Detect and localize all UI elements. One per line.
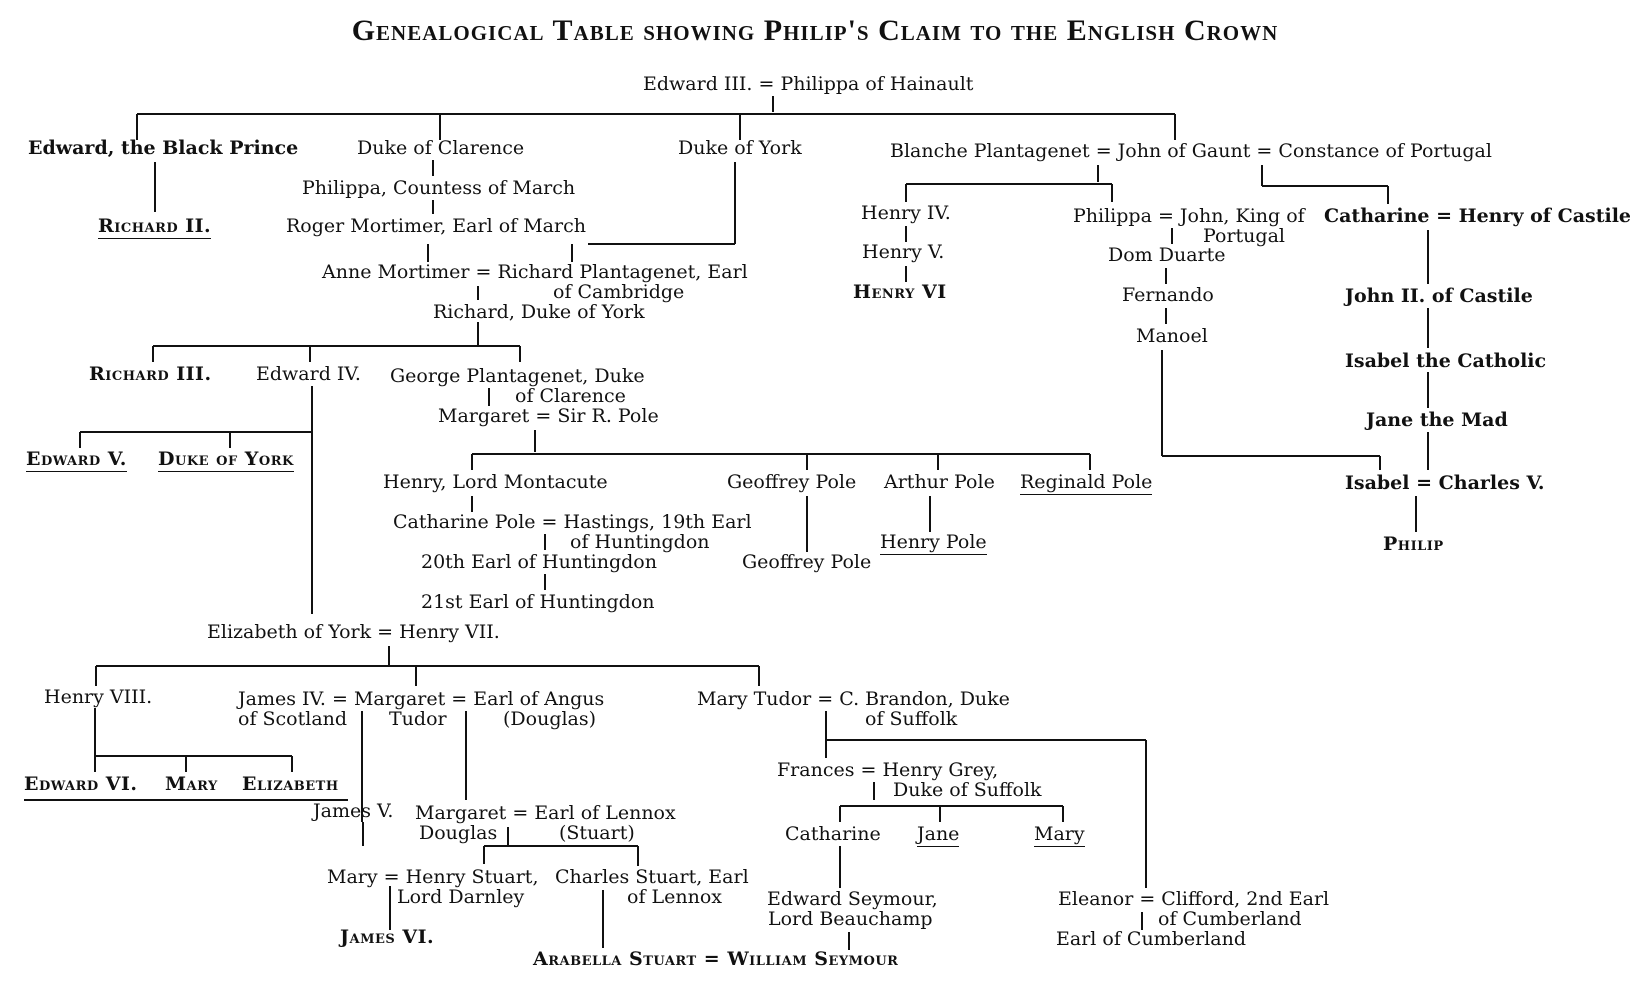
node-edward-seymour: Edward Seymour,: [767, 888, 938, 910]
node-henry-pole: Henry Pole: [880, 531, 987, 555]
node-mary-grey: Mary: [1034, 823, 1085, 847]
node-earl-angus-cont: (Douglas): [503, 708, 597, 730]
node-reginald-pole: Reginald Pole: [1020, 471, 1153, 495]
node-george-plantagenet: George Plantagenet, Duke: [390, 365, 645, 387]
node-mary-tudor-cont: of Suffolk: [865, 708, 958, 730]
node-geoffrey-pole: Geoffrey Pole: [727, 471, 857, 493]
node-philip: Philip: [1383, 533, 1444, 555]
node-george-plantagenet-cont: of Clarence: [515, 385, 626, 407]
node-richard-duke-of-york: Richard, Duke of York: [433, 301, 645, 323]
node-edward-seymour-cont: Lord Beauchamp: [768, 908, 933, 930]
node-james-v: James V.: [313, 800, 394, 822]
node-catharine-castile: Catharine = Henry of Castile: [1324, 205, 1630, 227]
node-philippa-portugal: Philippa = John, King of: [1073, 205, 1305, 227]
node-isabel-catholic: Isabel the Catholic: [1345, 350, 1547, 372]
node-elizabeth-i: Elizabeth: [242, 773, 339, 795]
node-anne-mortimer-cont: of Cambridge: [553, 281, 685, 303]
node-frances-cont: Duke of Suffolk: [893, 779, 1042, 801]
node-eleanor-cont: of Cumberland: [1158, 908, 1302, 930]
node-philippa-march: Philippa, Countess of March: [302, 177, 576, 199]
node-earl-of-cumberland: Earl of Cumberland: [1056, 928, 1246, 950]
node-duke-of-york-edmund: Duke of York: [678, 137, 802, 159]
node-arabella-stuart: Arabella Stuart = William Seymour: [533, 948, 899, 970]
node-duke-of-york-prince: Duke of York: [158, 448, 294, 472]
node-darnley-cont: Lord Darnley: [397, 886, 525, 908]
node-mary-queen-of-scots: Mary = Henry Stuart,: [327, 866, 539, 888]
node-john-of-gaunt: Blanche Plantagenet = John of Gaunt = Co…: [890, 140, 1492, 162]
node-earl-lennox-cont: (Stuart): [559, 822, 635, 844]
node-edward-vi: Edward VI.: [24, 773, 138, 795]
node-john-ii-castile: John II. of Castile: [1345, 285, 1533, 307]
node-henry-vi: Henry VI: [853, 281, 947, 303]
node-geoffrey-pole-son: Geoffrey Pole: [742, 551, 872, 573]
node-philippa-portugal-cont: Portugal: [1203, 225, 1285, 247]
node-margaret-douglas: Margaret = Earl of Lennox: [415, 802, 676, 824]
node-fernando: Fernando: [1122, 284, 1214, 306]
node-charles-stuart-cont: of Lennox: [627, 886, 722, 908]
node-henry-viii: Henry VIII.: [44, 686, 153, 708]
node-james-vi: James VI.: [340, 926, 435, 948]
node-henry-v: Henry V.: [862, 241, 945, 263]
node-anne-mortimer: Anne Mortimer = Richard Plantagenet, Ear…: [322, 261, 748, 283]
node-jane-the-mad: Jane the Mad: [1366, 409, 1508, 431]
node-charles-stuart: Charles Stuart, Earl: [555, 866, 749, 888]
node-margaret-douglas-cont: Douglas: [419, 822, 498, 844]
page-title: Genealogical Table showing Philip's Clai…: [351, 14, 1279, 47]
node-duke-of-clarence: Duke of Clarence: [357, 137, 525, 159]
node-mary-i: Mary: [165, 773, 218, 795]
node-james-iv-margaret: James IV. = Margaret = Earl of Angus: [238, 688, 605, 710]
node-james-iv-cont: of Scotland: [238, 708, 348, 730]
node-henry-lord-montacute: Henry, Lord Montacute: [383, 471, 608, 493]
node-henry-iv: Henry IV.: [861, 202, 951, 224]
node-mary-tudor: Mary Tudor = C. Brandon, Duke: [697, 688, 1010, 710]
node-jane-grey: Jane: [917, 823, 960, 847]
node-frances: Frances = Henry Grey,: [777, 759, 999, 781]
node-edward-iv: Edward IV.: [256, 363, 361, 385]
node-margaret-tudor-cont: Tudor: [389, 708, 447, 730]
node-roger-mortimer: Roger Mortimer, Earl of March: [286, 215, 586, 237]
node-isabel-charles-v: Isabel = Charles V.: [1345, 472, 1545, 494]
node-margaret-pole: Margaret = Sir R. Pole: [438, 405, 659, 427]
node-dom-duarte: Dom Duarte: [1108, 244, 1226, 266]
node-21st-earl-huntingdon: 21st Earl of Huntingdon: [421, 591, 655, 613]
node-edward-iii: Edward III. = Philippa of Hainault: [643, 73, 974, 95]
node-arthur-pole: Arthur Pole: [884, 471, 995, 493]
node-catharine-pole: Catharine Pole = Hastings, 19th Earl: [393, 511, 752, 533]
node-catharine-pole-cont: of Huntingdon: [570, 531, 710, 553]
node-black-prince: Edward, the Black Prince: [28, 137, 299, 159]
node-richard-ii: Richard II.: [98, 215, 212, 239]
node-elizabeth-of-york: Elizabeth of York = Henry VII.: [207, 621, 500, 643]
node-20th-earl-huntingdon: 20th Earl of Huntingdon: [421, 551, 657, 573]
node-eleanor: Eleanor = Clifford, 2nd Earl: [1058, 888, 1330, 910]
node-manoel: Manoel: [1136, 325, 1208, 347]
node-edward-v: Edward V.: [26, 448, 127, 472]
node-catharine-grey: Catharine: [785, 823, 881, 845]
node-richard-iii: Richard III.: [89, 363, 212, 385]
